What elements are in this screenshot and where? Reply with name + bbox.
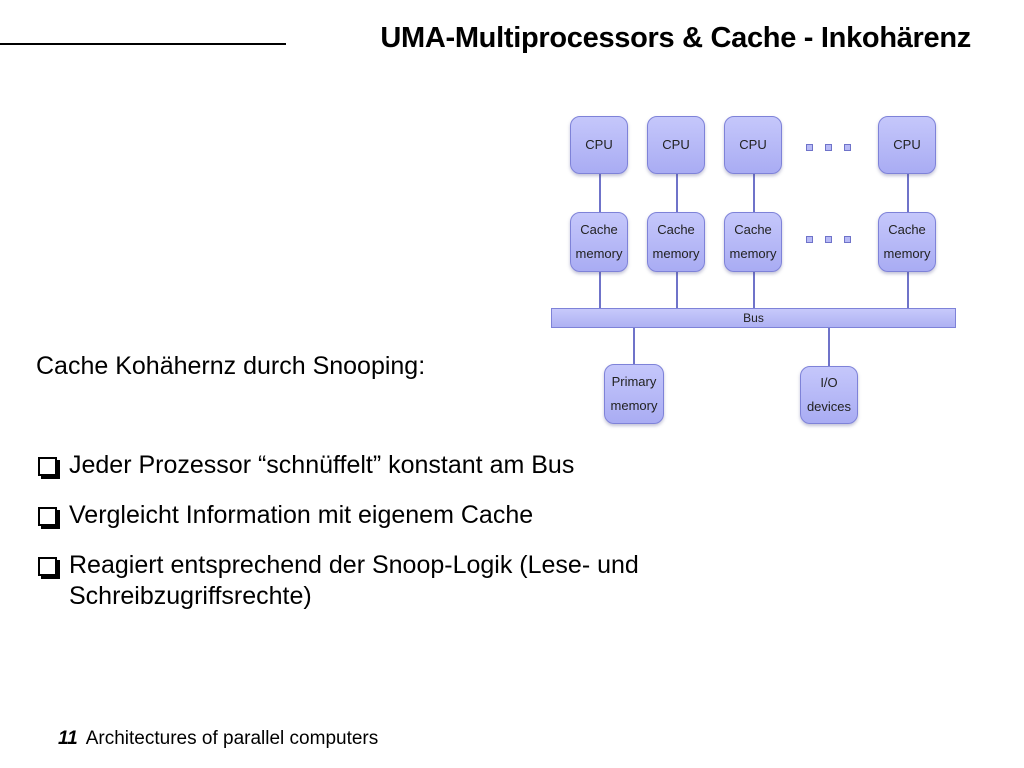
- cache-label-line1: Cache: [734, 222, 772, 237]
- intro-text: Cache Kohähernz durch Snooping:: [36, 352, 426, 380]
- cache-label-line1: Cache: [580, 222, 618, 237]
- slide-title: UMA-Multiprocessors & Cache - Inkohärenz: [380, 22, 971, 54]
- cache-label-line2: memory: [883, 246, 931, 261]
- cpu-node-3: CPU: [724, 116, 782, 174]
- primary-memory-line1: Primary: [611, 374, 657, 389]
- primary-memory-line2: memory: [610, 398, 658, 413]
- cache-bus-line-3: [753, 272, 755, 308]
- io-devices-line1: I/O: [820, 375, 838, 390]
- ellipsis-dot: [825, 144, 832, 151]
- bullet-item: Reagiert entsprechend der Snoop-Logik (L…: [36, 550, 796, 612]
- bullet-text: Vergleicht Information mit eigenem Cache: [69, 501, 534, 529]
- cache-node-3: Cache memory: [724, 212, 782, 272]
- cache-label-line1: Cache: [888, 222, 926, 237]
- bus-io-line: [828, 328, 830, 366]
- io-devices-node: I/O devices: [800, 366, 858, 424]
- cpu-label-1: CPU: [585, 137, 613, 152]
- ellipsis-dot: [844, 144, 851, 151]
- footer-text: Architectures of parallel computers: [85, 728, 379, 749]
- bullet-list: Jeder Prozessor “schnüffelt” konstant am…: [36, 450, 796, 631]
- ellipsis-dot: [806, 144, 813, 151]
- cache-bus-line-1: [599, 272, 601, 308]
- ellipsis-dot: [806, 236, 813, 243]
- cpu-label-2: CPU: [662, 137, 690, 152]
- bullet-item: Vergleicht Information mit eigenem Cache: [36, 500, 796, 531]
- cache-label-line2: memory: [652, 246, 700, 261]
- cpu-cache-line-2: [676, 174, 678, 212]
- checkbox-bullet-icon: [38, 507, 57, 526]
- cpu-label-3: CPU: [739, 137, 767, 152]
- cache-bus-line-2: [676, 272, 678, 308]
- ellipsis-dot: [825, 236, 832, 243]
- cache-node-1: Cache memory: [570, 212, 628, 272]
- bullet-text: Jeder Prozessor “schnüffelt” konstant am…: [69, 451, 575, 479]
- title-rule: [0, 43, 286, 45]
- bus-label: Bus: [743, 311, 764, 325]
- cache-bus-line-4: [907, 272, 909, 308]
- cpu-node-2: CPU: [647, 116, 705, 174]
- cpu-cache-line-4: [907, 174, 909, 212]
- ellipsis-dot: [844, 236, 851, 243]
- bullet-text: Reagiert entsprechend der Snoop-Logik (L…: [69, 551, 639, 610]
- cache-label-line2: memory: [729, 246, 777, 261]
- cpu-node-1: CPU: [570, 116, 628, 174]
- checkbox-bullet-icon: [38, 557, 57, 576]
- system-bus: Bus: [551, 308, 956, 328]
- cpu-cache-line-3: [753, 174, 755, 212]
- primary-memory-node: Primary memory: [604, 364, 664, 424]
- page-number: 11: [58, 728, 78, 749]
- cache-label-line2: memory: [575, 246, 623, 261]
- cache-label-line1: Cache: [657, 222, 695, 237]
- bus-memory-line: [633, 328, 635, 364]
- cpu-cache-line-1: [599, 174, 601, 212]
- io-devices-line2: devices: [806, 399, 852, 414]
- cpu-label-4: CPU: [893, 137, 921, 152]
- cache-node-2: Cache memory: [647, 212, 705, 272]
- checkbox-bullet-icon: [38, 457, 57, 476]
- bullet-item: Jeder Prozessor “schnüffelt” konstant am…: [36, 450, 796, 481]
- footer: 11 Architectures of parallel computers: [58, 728, 378, 750]
- cpu-node-4: CPU: [878, 116, 936, 174]
- cache-node-4: Cache memory: [878, 212, 936, 272]
